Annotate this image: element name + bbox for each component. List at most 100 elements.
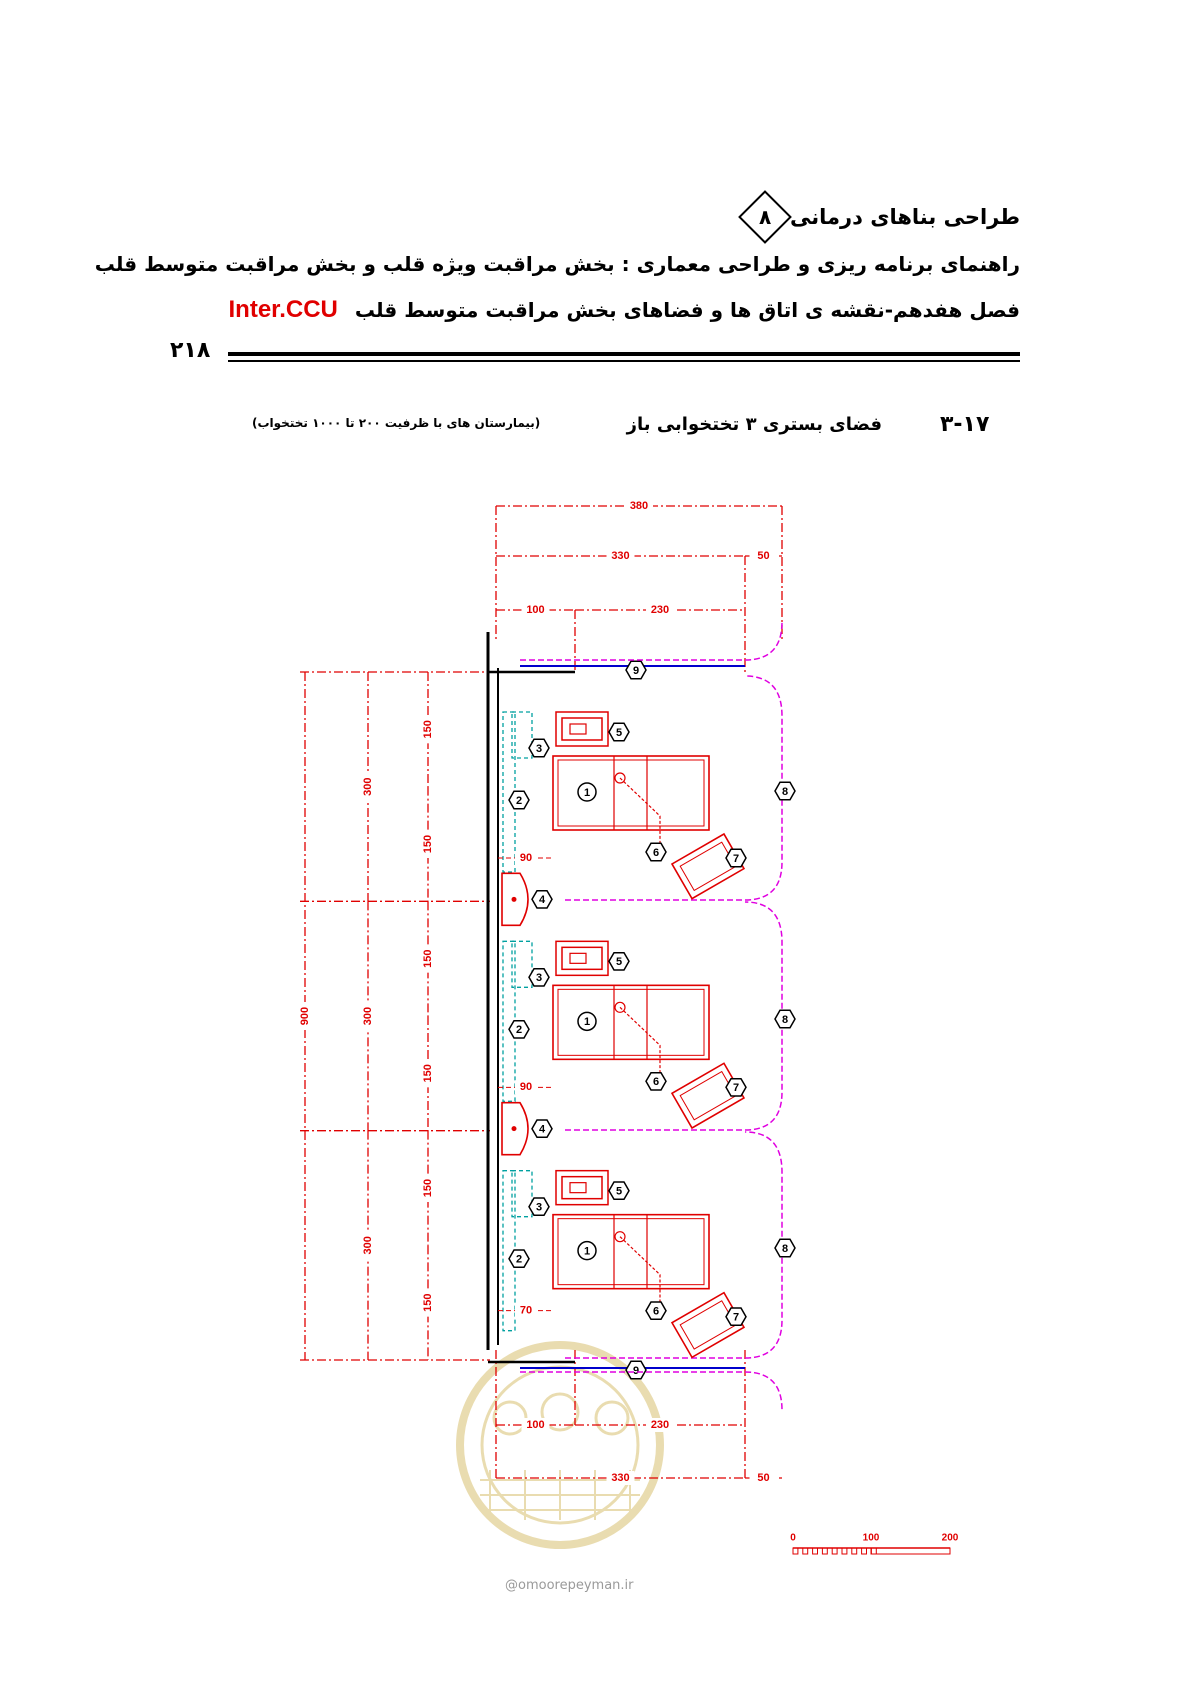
header-rule-thin xyxy=(228,360,1020,362)
tag-monitor-2-number: 5 xyxy=(616,1186,622,1198)
tag-arm-1-number: 6 xyxy=(653,1076,659,1088)
watermark-emblem-right xyxy=(594,1400,630,1436)
scale-bar-tick xyxy=(851,1547,858,1555)
tag-curtain-0-number: 8 xyxy=(782,786,788,798)
tag-monitor-1-number: 5 xyxy=(616,956,622,968)
tag-chair-1-hex xyxy=(725,1077,747,1097)
tag-bed-1-circle xyxy=(577,1011,597,1032)
bed-mattress-0 xyxy=(557,759,705,827)
sink-drain-1 xyxy=(511,1126,517,1132)
overbed-pivot-1 xyxy=(614,1001,626,1013)
tag-arm-0: 6 xyxy=(645,842,667,862)
clearance-label-2: 70 xyxy=(520,1305,532,1317)
tag-rail-top: 9 xyxy=(625,660,647,680)
header-rule-thick xyxy=(228,352,1020,356)
scale-bar-tick xyxy=(831,1547,838,1555)
tag-shelf-2-number: 3 xyxy=(536,1202,542,1214)
chair-inner-0 xyxy=(679,841,737,892)
curtain-bay-2 xyxy=(565,1131,783,1359)
tag-shelf-1-number: 3 xyxy=(536,972,542,984)
tag-monitor-2: 5 xyxy=(608,1181,630,1201)
scale-bar-label-200: 200 xyxy=(942,1533,959,1544)
tag-cabinet-2-hex xyxy=(508,1249,530,1269)
dim-bottom-330-label: 330 xyxy=(611,1472,629,1484)
tag-curtain-2-hex xyxy=(774,1238,796,1258)
dim-50-label-bg xyxy=(749,549,778,563)
tag-chair-0: 7 xyxy=(725,848,747,868)
section-number: ۳-۱۷ xyxy=(940,412,990,437)
tag-monitor-0: 5 xyxy=(608,722,630,742)
tag-monitor-1-hex xyxy=(608,951,630,971)
clearance-label-bg-0 xyxy=(515,851,535,865)
curtain-top-return xyxy=(520,621,783,661)
watermark-seal xyxy=(456,1341,664,1549)
tag-cabinet-0-number: 2 xyxy=(516,795,522,807)
dim-half-b-2-label-bg xyxy=(421,1288,435,1317)
curtain-bay-1 xyxy=(565,901,783,1131)
shelf-2 xyxy=(511,1170,533,1218)
dim-half-a-2-label-bg xyxy=(421,1174,435,1202)
dim-100-label-bg xyxy=(521,603,550,617)
series-title-row: طراحی بناهای درمانی ۸ xyxy=(736,190,1020,244)
scale-bar-tick xyxy=(821,1547,828,1555)
tag-bed-0: 1 xyxy=(577,782,597,802)
dim-bottom-100-label-bg xyxy=(521,1418,550,1432)
curtain-bottom-return xyxy=(520,1371,783,1411)
tag-monitor-0-number: 5 xyxy=(616,727,622,739)
bed-mattress-2 xyxy=(557,1218,705,1286)
dim-100-label: 100 xyxy=(526,604,544,616)
dim-half-b-0-label: 150 xyxy=(422,835,434,853)
dim-bottom-50-label-bg xyxy=(749,1471,778,1485)
tag-cabinet-0: 2 xyxy=(508,790,530,810)
dim-half-a-1-label: 150 xyxy=(422,949,434,967)
dim-half-a-1-label-bg xyxy=(421,944,435,973)
tag-sink-0-hex xyxy=(531,889,553,909)
monitor-inner-1 xyxy=(561,946,603,971)
tag-bed-1: 1 xyxy=(577,1011,597,1032)
tag-arm-2-hex xyxy=(645,1301,667,1321)
tag-arm-2: 6 xyxy=(645,1301,667,1321)
tag-sink-1: 4 xyxy=(531,1119,553,1139)
dim-half-b-2-label: 150 xyxy=(422,1293,434,1311)
tag-curtain-1-hex xyxy=(774,1009,796,1029)
dim-bay-2-label-bg xyxy=(361,1231,375,1260)
dim-bay-1-label-bg xyxy=(361,1002,375,1030)
dim-half-a-2-label: 150 xyxy=(422,1179,434,1197)
watermark-emblem-left xyxy=(492,1400,528,1436)
clearance-label-1: 90 xyxy=(520,1081,532,1093)
monitor-inner-2 xyxy=(561,1175,603,1200)
dim-bottom-230-label: 230 xyxy=(651,1419,669,1431)
dim-380-label: 380 xyxy=(630,500,648,512)
tag-rail-top-number: 9 xyxy=(633,665,639,677)
scale-bar-tick xyxy=(861,1547,867,1555)
tag-chair-0-hex xyxy=(725,848,747,868)
tag-curtain-2: 8 xyxy=(774,1238,796,1258)
monitor-screen-2 xyxy=(569,1182,587,1194)
tag-shelf-1-hex xyxy=(528,967,550,987)
chapter-title-row: فصل هفدهم-نقشه ی اتاق ها و فضاهای بخش مر… xyxy=(229,296,1020,324)
tag-monitor-0-hex xyxy=(608,722,630,742)
tag-cabinet-2: 2 xyxy=(508,1249,530,1269)
tag-curtain-0: 8 xyxy=(774,781,796,801)
dim-bay-0-label-bg xyxy=(361,772,375,801)
dim-230-label-bg xyxy=(646,603,674,617)
dim-380-label-bg xyxy=(625,499,653,513)
dim-half-b-1-label-bg xyxy=(421,1059,435,1088)
tag-curtain-1: 8 xyxy=(774,1009,796,1029)
scale-bar-tick xyxy=(841,1547,848,1555)
clearance-label-bg-2 xyxy=(515,1303,535,1318)
tag-shelf-1: 3 xyxy=(528,967,550,987)
monitor-screen-0 xyxy=(569,723,587,735)
section-title: فضای بستری ۳ تختخوابی باز xyxy=(626,414,882,435)
tag-chair-1-number: 7 xyxy=(733,1082,739,1094)
tag-monitor-2-hex xyxy=(608,1181,630,1201)
tag-shelf-0-number: 3 xyxy=(536,743,542,755)
bed-frame-1 xyxy=(552,984,710,1061)
watermark-url: @omoorepeyman.ir xyxy=(505,1578,634,1593)
monitor-inner-0 xyxy=(561,717,603,741)
tag-cabinet-1-number: 2 xyxy=(516,1024,522,1036)
tag-bed-2-circle xyxy=(577,1240,597,1261)
tag-arm-0-hex xyxy=(645,842,667,862)
